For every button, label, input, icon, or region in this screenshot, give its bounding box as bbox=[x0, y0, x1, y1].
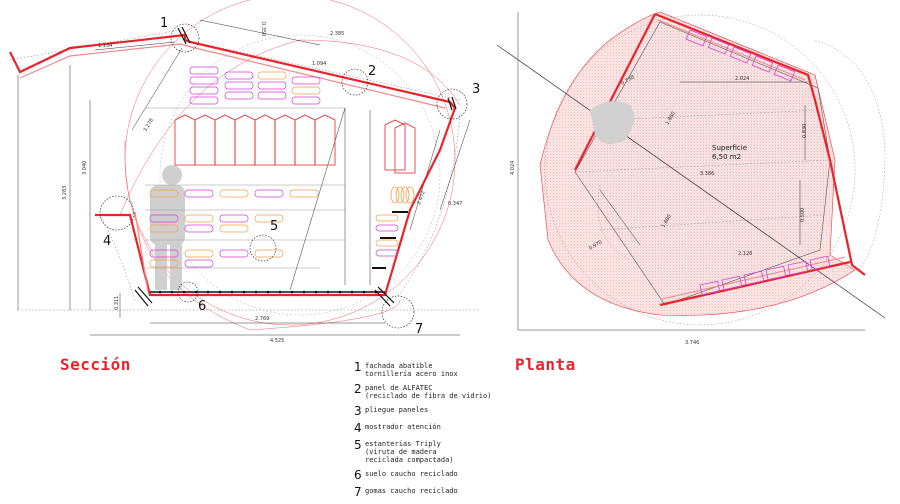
legend-text: mostrador atención bbox=[365, 423, 441, 431]
dim-total-width: 4.525 bbox=[270, 338, 284, 344]
legend-num: 5 bbox=[354, 438, 362, 452]
plan-walls bbox=[574, 12, 866, 307]
callout-4: 4 bbox=[103, 234, 111, 249]
legend-item-2: 2 panel de ALFATEC (reciclado de fibra d… bbox=[354, 382, 574, 402]
callout-7: 7 bbox=[415, 322, 423, 337]
legend-num: 4 bbox=[354, 421, 362, 435]
dim-total-height: 3.283 bbox=[62, 186, 68, 200]
legend-text: estanterías Triply (viruta de madera rec… bbox=[365, 440, 454, 464]
plan-dim-width: 3.746 bbox=[685, 340, 699, 346]
plan-title: Planta bbox=[515, 355, 576, 374]
callout-2: 2 bbox=[368, 64, 376, 79]
callout-circles bbox=[99, 23, 468, 329]
accessory-hoops bbox=[390, 186, 415, 204]
legend-text: panel de ALFATEC (reciclado de fibra de … bbox=[365, 384, 492, 400]
legend-item-3: 3 pliegue paneles bbox=[354, 404, 574, 419]
person-silhouette bbox=[150, 165, 185, 290]
drawing-canvas: 1.134 0.350 2.385 1.094 3.040 3.283 3.27… bbox=[9, 0, 886, 346]
plan-dimension-lines bbox=[517, 12, 865, 331]
legend-text: suelo caucho reciclado bbox=[365, 470, 458, 478]
dim-top-a: 1.134 bbox=[98, 43, 112, 49]
plan-dim-mid: 3.386 bbox=[700, 171, 714, 177]
floor-rivets bbox=[158, 290, 378, 294]
callout-6: 6 bbox=[198, 299, 206, 314]
legend-num: 2 bbox=[354, 382, 362, 396]
folded-items-top bbox=[189, 66, 321, 105]
dim-diag: 3.278 bbox=[143, 118, 155, 133]
legend-num: 1 bbox=[354, 360, 362, 374]
folded-items-lower bbox=[149, 189, 399, 268]
section-dimension-lines bbox=[17, 19, 471, 336]
surface-label: Superficie bbox=[712, 144, 747, 152]
plan-drawing: 4.024 2.024 0.738 3.386 1.880 1.880 0.83… bbox=[496, 11, 886, 346]
legend-item-5: 5 estanterías Triply (viruta de madera r… bbox=[354, 438, 574, 466]
legend-text: gomas caucho reciclado bbox=[365, 487, 458, 495]
dim-top-b: 0.350 bbox=[260, 22, 266, 36]
plan-shelves-bottom bbox=[699, 255, 831, 296]
legend-num: 6 bbox=[354, 468, 362, 482]
legend-item-1: 1 fachada abatible tornillería acero ino… bbox=[354, 360, 574, 380]
plan-dim-right-b: 0.500 bbox=[800, 208, 806, 222]
shelf-lines bbox=[145, 107, 371, 291]
legend-item-6: 6 suelo caucho reciclado bbox=[354, 468, 574, 483]
dim-roof: 1.094 bbox=[312, 61, 326, 67]
dim-base: 0.311 bbox=[114, 296, 120, 310]
dim-right-a: 0.347 bbox=[448, 201, 462, 207]
section-shell bbox=[9, 33, 457, 297]
legend: 1 fachada abatible tornillería acero ino… bbox=[354, 360, 574, 504]
section-guides bbox=[9, 29, 480, 311]
hooks bbox=[372, 211, 408, 269]
dim-right-b: 2.472 bbox=[416, 190, 427, 206]
drawing-sheet: 1.134 0.350 2.385 1.094 3.040 3.283 3.27… bbox=[9, 0, 886, 499]
legend-item-7: 7 gomas caucho reciclado bbox=[354, 485, 574, 500]
legend-text: pliegue paneles bbox=[365, 406, 429, 414]
section-title: Sección bbox=[60, 355, 131, 374]
plan-person bbox=[590, 101, 634, 144]
callout-5: 5 bbox=[270, 219, 278, 234]
dim-floor: 2.769 bbox=[255, 316, 269, 322]
dim-top-c: 2.385 bbox=[330, 31, 344, 37]
legend-num: 7 bbox=[354, 485, 362, 499]
legend-num: 3 bbox=[354, 404, 362, 418]
plan-dim-right-a: 0.830 bbox=[802, 124, 808, 138]
plan-dim-height: 4.024 bbox=[510, 161, 516, 175]
section-drawing: 1.134 0.350 2.385 1.094 3.040 3.283 3.27… bbox=[9, 0, 480, 344]
legend-text: fachada abatible tornillería acero inox bbox=[365, 362, 458, 378]
legend-item-4: 4 mostrador atención bbox=[354, 421, 574, 436]
hanging-shirts bbox=[174, 114, 416, 174]
plan-dim-top: 2.024 bbox=[735, 76, 749, 82]
plan-section-cut-line bbox=[496, 44, 886, 319]
plan-construction bbox=[544, 14, 886, 326]
plan-shelves-top bbox=[685, 29, 796, 82]
section-construction-circles bbox=[119, 0, 461, 331]
callout-3: 3 bbox=[472, 82, 480, 97]
surface-value: 6,50 m2 bbox=[712, 153, 741, 161]
callout-1: 1 bbox=[160, 16, 168, 31]
plan-dim-low-b: 2.128 bbox=[738, 251, 752, 257]
dim-left-height: 3.040 bbox=[82, 161, 88, 175]
